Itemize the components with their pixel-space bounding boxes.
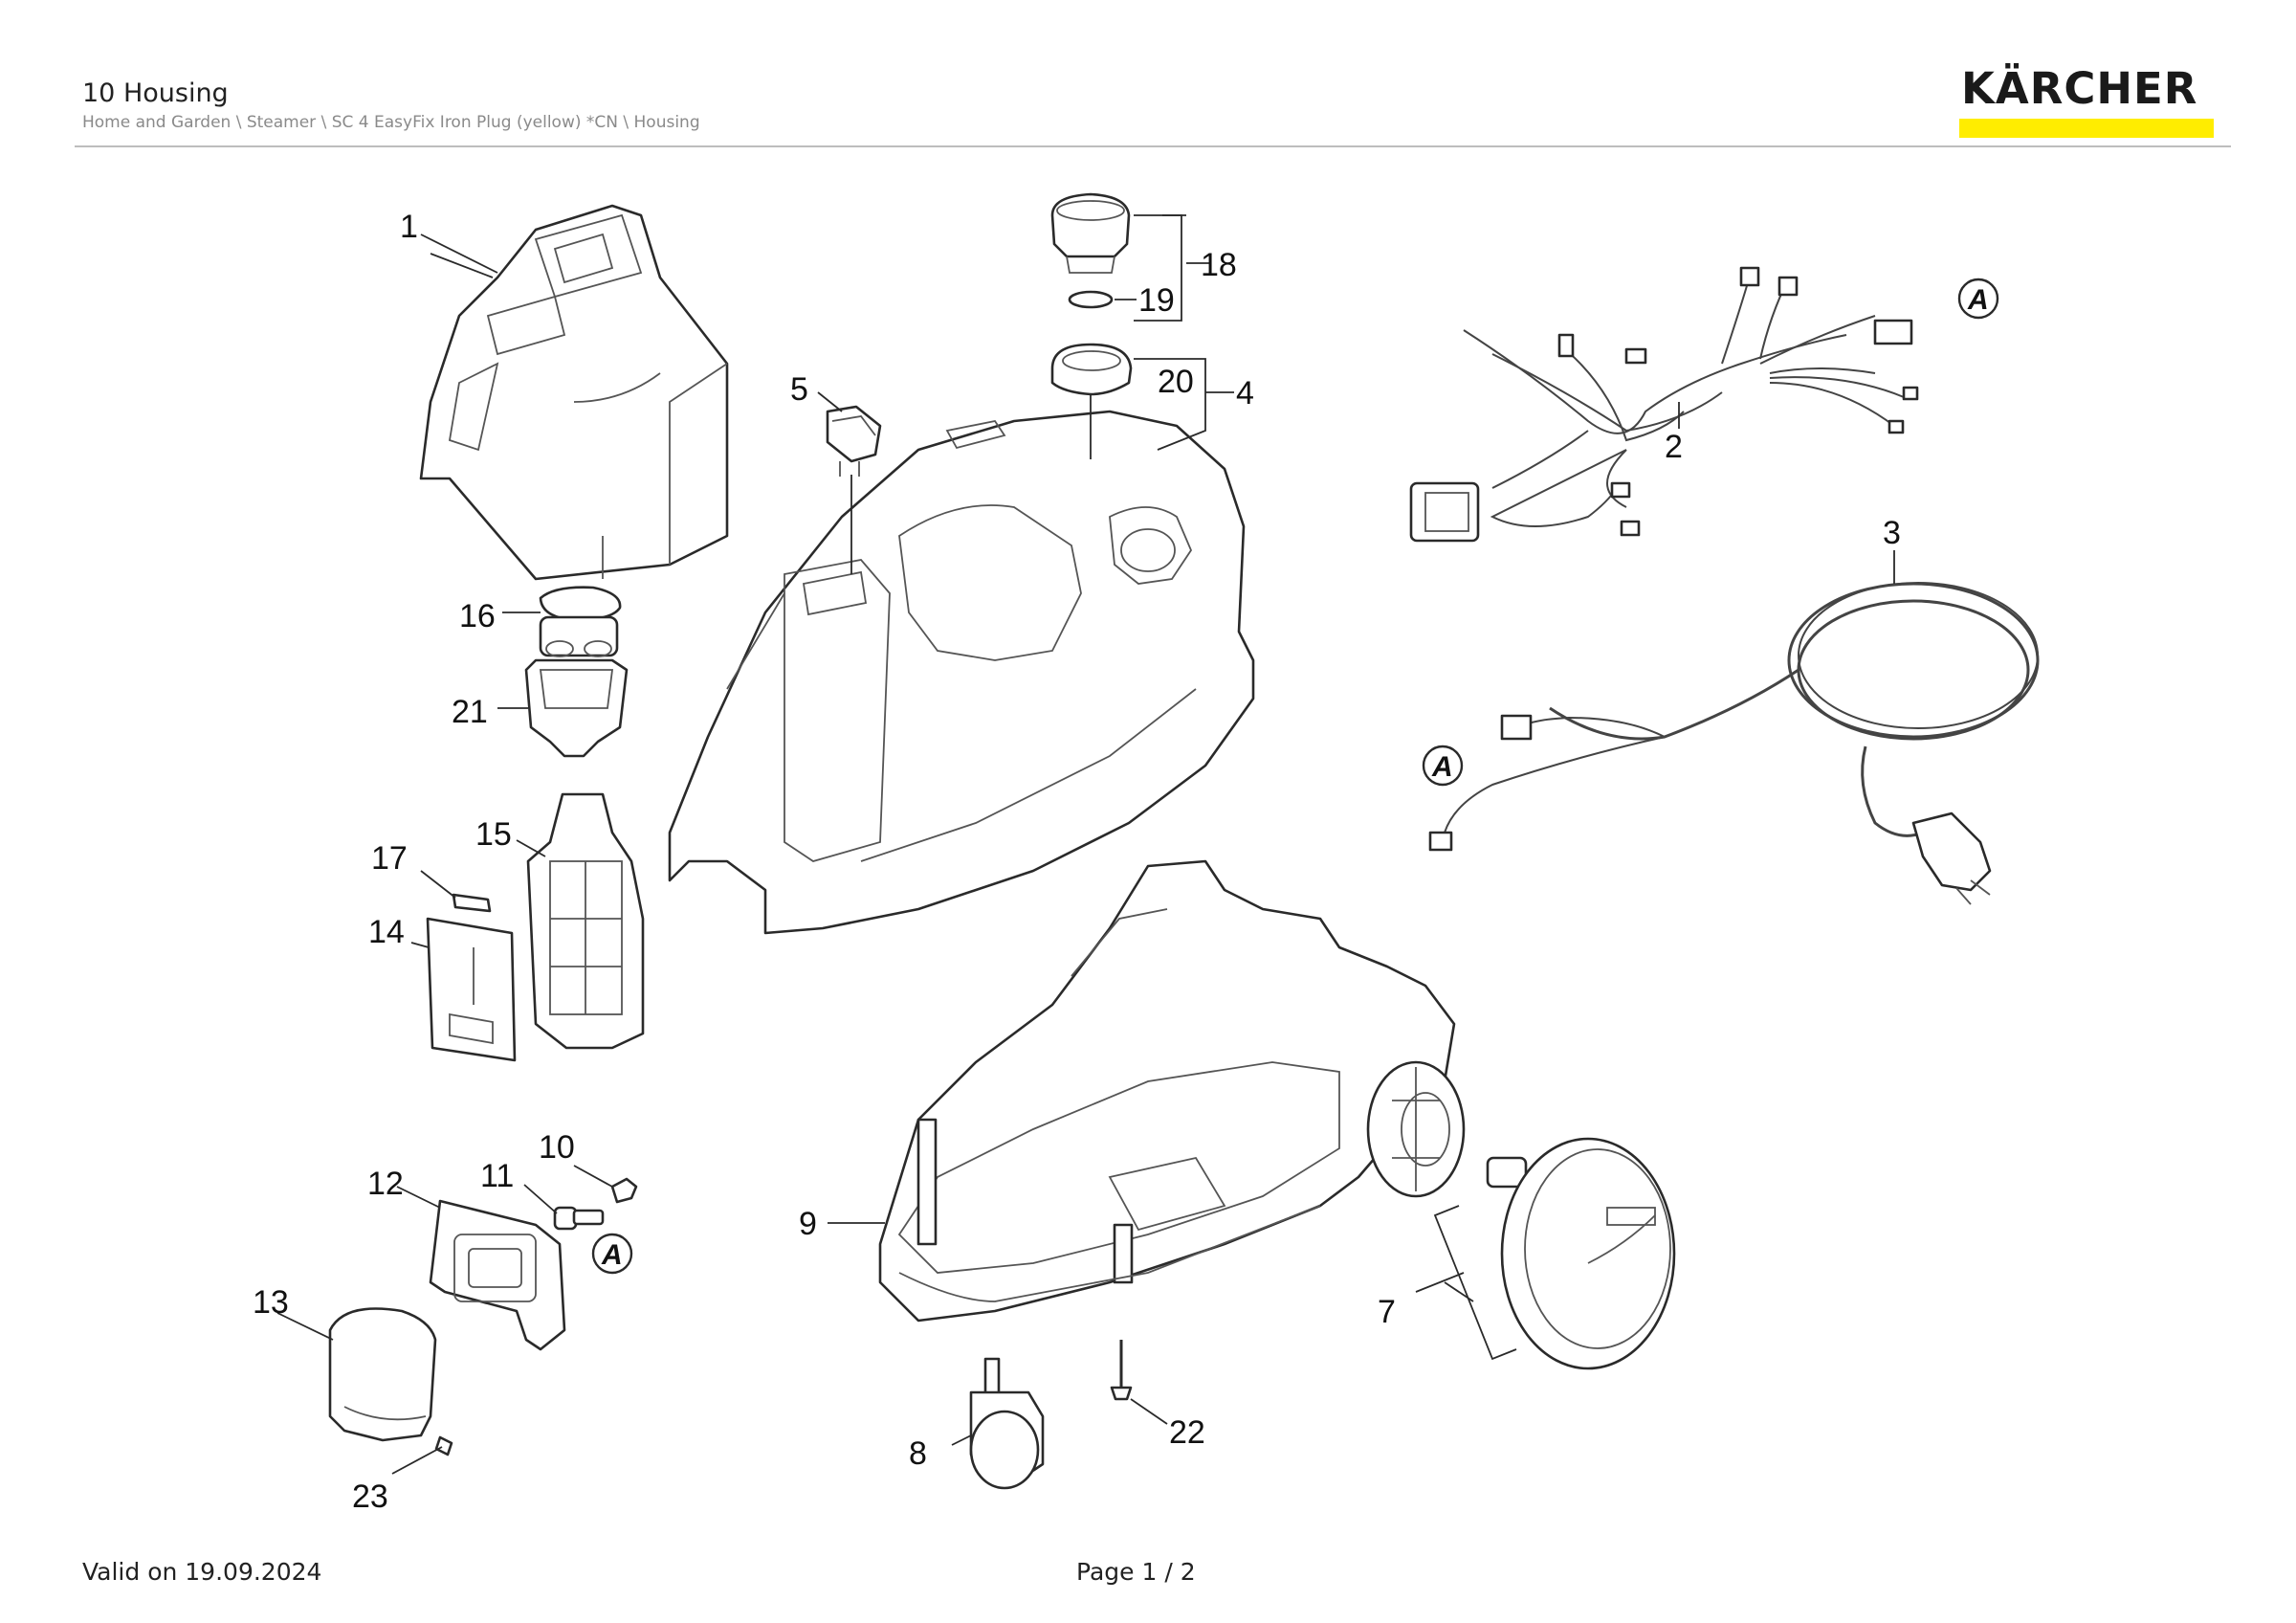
callout-11: 11 — [480, 1158, 514, 1194]
part-14-circuit-board — [426, 917, 517, 1062]
callout-5: 5 — [790, 371, 808, 408]
callout-12: 12 — [367, 1166, 404, 1202]
callout-4: 4 — [1236, 375, 1254, 411]
part-18-cap — [1050, 192, 1131, 274]
wheel-hub — [1366, 1060, 1466, 1198]
callout-9: 9 — [799, 1206, 817, 1242]
part-11-plug — [553, 1206, 605, 1231]
part-23-screw — [434, 1435, 453, 1456]
logo-yellow-bar — [1959, 119, 2214, 138]
connector-a-label: A — [1431, 751, 1453, 783]
validity-date: Valid on 19.09.2024 — [82, 1558, 322, 1586]
part-2-wiring-harness — [1409, 266, 1919, 543]
leader-lines — [276, 214, 1895, 1475]
page-number: Page 1 / 2 — [1076, 1558, 1196, 1586]
part-3-power-cord — [1428, 582, 2040, 905]
callout-17: 17 — [371, 840, 408, 877]
connector-a-top-right: A — [1957, 278, 1999, 320]
part-9-base-housing — [878, 859, 1456, 1323]
part-12-socket-frame — [429, 1199, 566, 1351]
page-title: 10 Housing — [82, 78, 229, 108]
callout-18: 18 — [1201, 247, 1237, 283]
connector-a-label: A — [601, 1239, 623, 1271]
callout-3: 3 — [1883, 515, 1901, 551]
logo-wordmark: KÄRCHER — [1961, 63, 2198, 114]
part-10-pin — [610, 1177, 638, 1204]
part-4-upper-housing — [668, 410, 1255, 935]
part-21-holder — [524, 658, 629, 758]
callout-1: 1 — [400, 209, 418, 245]
part-19-o-ring — [1068, 290, 1114, 309]
callout-14: 14 — [368, 914, 405, 950]
callout-15: 15 — [475, 816, 512, 853]
callout-2: 2 — [1665, 429, 1683, 465]
callout-23: 23 — [352, 1478, 388, 1515]
callout-22: 22 — [1169, 1414, 1205, 1451]
callout-13: 13 — [253, 1284, 289, 1321]
part-15-frame — [526, 792, 645, 1050]
callout-10: 10 — [539, 1129, 575, 1166]
connector-a-label: A — [1967, 284, 1989, 316]
callout-21: 21 — [452, 694, 488, 730]
part-17-clip — [452, 893, 492, 913]
part-8-caster — [969, 1357, 1045, 1490]
part-1-tank-cover — [419, 204, 729, 581]
callout-labels: 1 2 3 4 5 7 8 9 10 11 12 13 14 15 16 17 … — [253, 209, 1901, 1515]
callout-8: 8 — [909, 1435, 927, 1472]
part-20-seal-ring — [1050, 343, 1133, 396]
part-13-cover — [328, 1307, 437, 1442]
part-7-wheel — [1486, 1137, 1676, 1370]
part-16-seal — [539, 586, 622, 657]
callout-16: 16 — [459, 598, 496, 634]
connector-a-left: A — [1422, 745, 1464, 787]
header-divider — [75, 145, 2231, 147]
connector-a-socket: A — [591, 1233, 633, 1275]
part-22-screw — [1110, 1340, 1133, 1401]
callout-7: 7 — [1378, 1294, 1396, 1330]
callout-20: 20 — [1158, 364, 1194, 400]
part-5-switch — [826, 405, 882, 477]
karcher-logo: KÄRCHER — [1959, 61, 2214, 138]
callout-19: 19 — [1138, 282, 1175, 319]
breadcrumb: Home and Garden \ Steamer \ SC 4 EasyFix… — [82, 113, 700, 132]
